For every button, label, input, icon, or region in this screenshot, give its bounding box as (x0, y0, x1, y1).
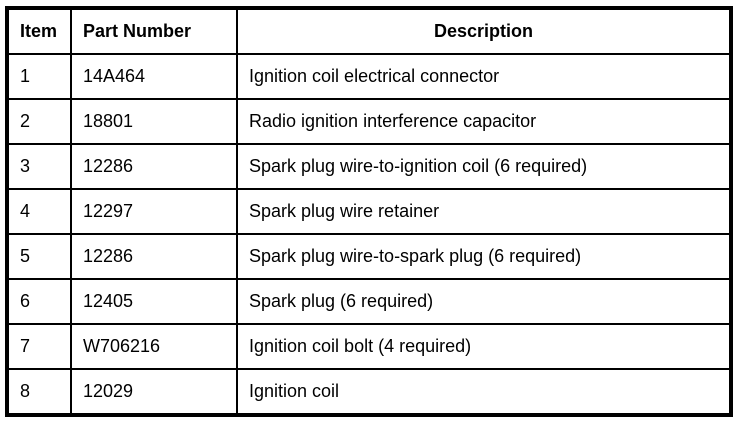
column-header-description: Description (236, 7, 732, 55)
cell-part-number: 12286 (70, 143, 238, 190)
cell-part-number: W706216 (70, 323, 238, 370)
cell-description: Spark plug wire-to-ignition coil (6 requ… (236, 143, 732, 190)
cell-item: 7 (6, 323, 72, 370)
cell-part-number: 12286 (70, 233, 238, 280)
header-row: Item Part Number Description (6, 7, 732, 55)
cell-item: 3 (6, 143, 72, 190)
cell-description: Radio ignition interference capacitor (236, 98, 732, 145)
cell-description: Ignition coil electrical connector (236, 53, 732, 100)
cell-description: Spark plug wire-to-spark plug (6 require… (236, 233, 732, 280)
cell-part-number: 12405 (70, 278, 238, 325)
cell-item: 1 (6, 53, 72, 100)
cell-part-number: 12297 (70, 188, 238, 235)
cell-description: Spark plug (6 required) (236, 278, 732, 325)
cell-part-number: 14A464 (70, 53, 238, 100)
column-header-part-number: Part Number (70, 7, 238, 55)
cell-item: 5 (6, 233, 72, 280)
cell-item: 2 (6, 98, 72, 145)
cell-description: Ignition coil bolt (4 required) (236, 323, 732, 370)
cell-part-number: 12029 (70, 368, 238, 416)
cell-part-number: 18801 (70, 98, 238, 145)
cell-description: Ignition coil (236, 368, 732, 416)
cell-item: 4 (6, 188, 72, 235)
cell-item: 6 (6, 278, 72, 325)
parts-table-header: Item Part Number Description (6, 7, 732, 55)
cell-description: Spark plug wire retainer (236, 188, 732, 235)
column-header-item: Item (6, 7, 72, 55)
cell-item: 8 (6, 368, 72, 416)
